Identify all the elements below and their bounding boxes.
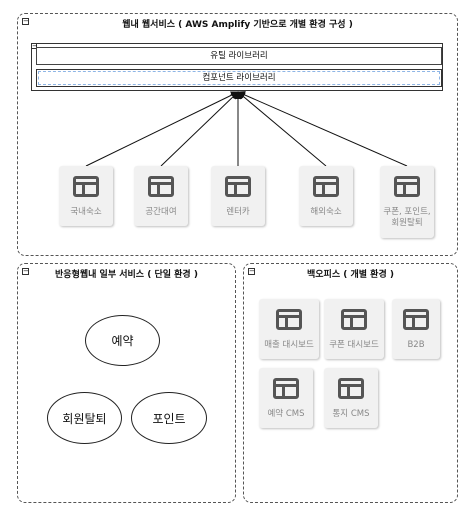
arrow-domestic	[85, 91, 239, 167]
service-label: 해외숙소	[310, 207, 342, 217]
backoffice-label: 예약 CMS	[267, 409, 305, 419]
window-layout-icon	[73, 176, 99, 197]
backoffice-tile-reservation-cms[interactable]: 예약 CMS	[259, 368, 313, 428]
service-label: 공간대여	[145, 207, 177, 217]
service-tile-coupon[interactable]: 쿠폰, 포인트, 회원탈퇴	[380, 166, 434, 238]
ellipse-point[interactable]: 포인트	[131, 392, 207, 444]
responsive-services-group: − 반응형웹내 일부 서비스 ( 단일 환경 )	[17, 263, 236, 503]
web-services-group: − 웹내 웹서비스 ( AWS Amplify 기반으로 개별 환경 구성 )	[17, 13, 458, 256]
ellipse-withdrawal[interactable]: 회원탈퇴	[47, 392, 122, 444]
service-label: 렌터카	[226, 207, 250, 217]
backoffice-tile-sales[interactable]: 매출 대시보드	[259, 299, 319, 359]
window-layout-icon	[394, 176, 420, 197]
library-container: − 유틸 라이브러리 컴포넌트 라이브러리	[31, 43, 443, 91]
responsive-services-title: 반응형웹내 일부 서비스 ( 단일 환경 )	[55, 270, 198, 280]
window-layout-icon	[148, 176, 174, 197]
web-services-title: 웹내 웹서비스 ( AWS Amplify 기반으로 개별 환경 구성 )	[122, 20, 353, 30]
collapse-minus-icon[interactable]: −	[248, 267, 255, 275]
backoffice-title: 백오피스 ( 개별 환경 )	[306, 270, 394, 280]
collapse-minus-icon[interactable]: −	[31, 42, 38, 50]
backoffice-tile-b2b[interactable]: B2B	[392, 299, 440, 359]
backoffice-label: 쿠폰 대시보드	[329, 340, 379, 350]
window-layout-icon	[313, 176, 339, 197]
service-label: 쿠폰, 포인트, 회원탈퇴	[383, 207, 431, 228]
window-layout-icon	[403, 309, 429, 330]
service-tile-domestic[interactable]: 국내숙소	[59, 166, 113, 226]
service-tile-rentcar[interactable]: 렌터카	[211, 166, 265, 226]
window-layout-icon	[341, 309, 367, 330]
collapse-minus-icon[interactable]: −	[22, 267, 29, 275]
window-layout-icon	[276, 309, 302, 330]
window-layout-icon	[225, 176, 251, 197]
backoffice-group: − 백오피스 ( 개별 환경 )	[243, 263, 458, 503]
backoffice-label: 매출 대시보드	[264, 340, 314, 350]
arrow-space	[160, 91, 239, 167]
window-layout-icon	[338, 378, 364, 399]
arrow-overseas	[237, 91, 327, 167]
window-layout-icon	[273, 378, 299, 399]
service-tile-overseas[interactable]: 해외숙소	[299, 166, 353, 226]
service-tile-space[interactable]: 공간대여	[134, 166, 188, 226]
service-label: 국내숙소	[70, 207, 102, 217]
backoffice-label: 통지 CMS	[332, 409, 370, 419]
arrow-coupon	[237, 91, 408, 167]
collapse-minus-icon[interactable]: −	[22, 17, 29, 25]
component-library-bar[interactable]: 컴포넌트 라이브러리	[36, 69, 442, 87]
backoffice-label: B2B	[407, 340, 425, 350]
util-library-bar[interactable]: 유틸 라이브러리	[36, 47, 442, 65]
backoffice-tile-coupon[interactable]: 쿠폰 대시보드	[324, 299, 384, 359]
backoffice-tile-notification-cms[interactable]: 통지 CMS	[324, 368, 378, 428]
ellipse-reservation[interactable]: 예약	[85, 315, 160, 366]
